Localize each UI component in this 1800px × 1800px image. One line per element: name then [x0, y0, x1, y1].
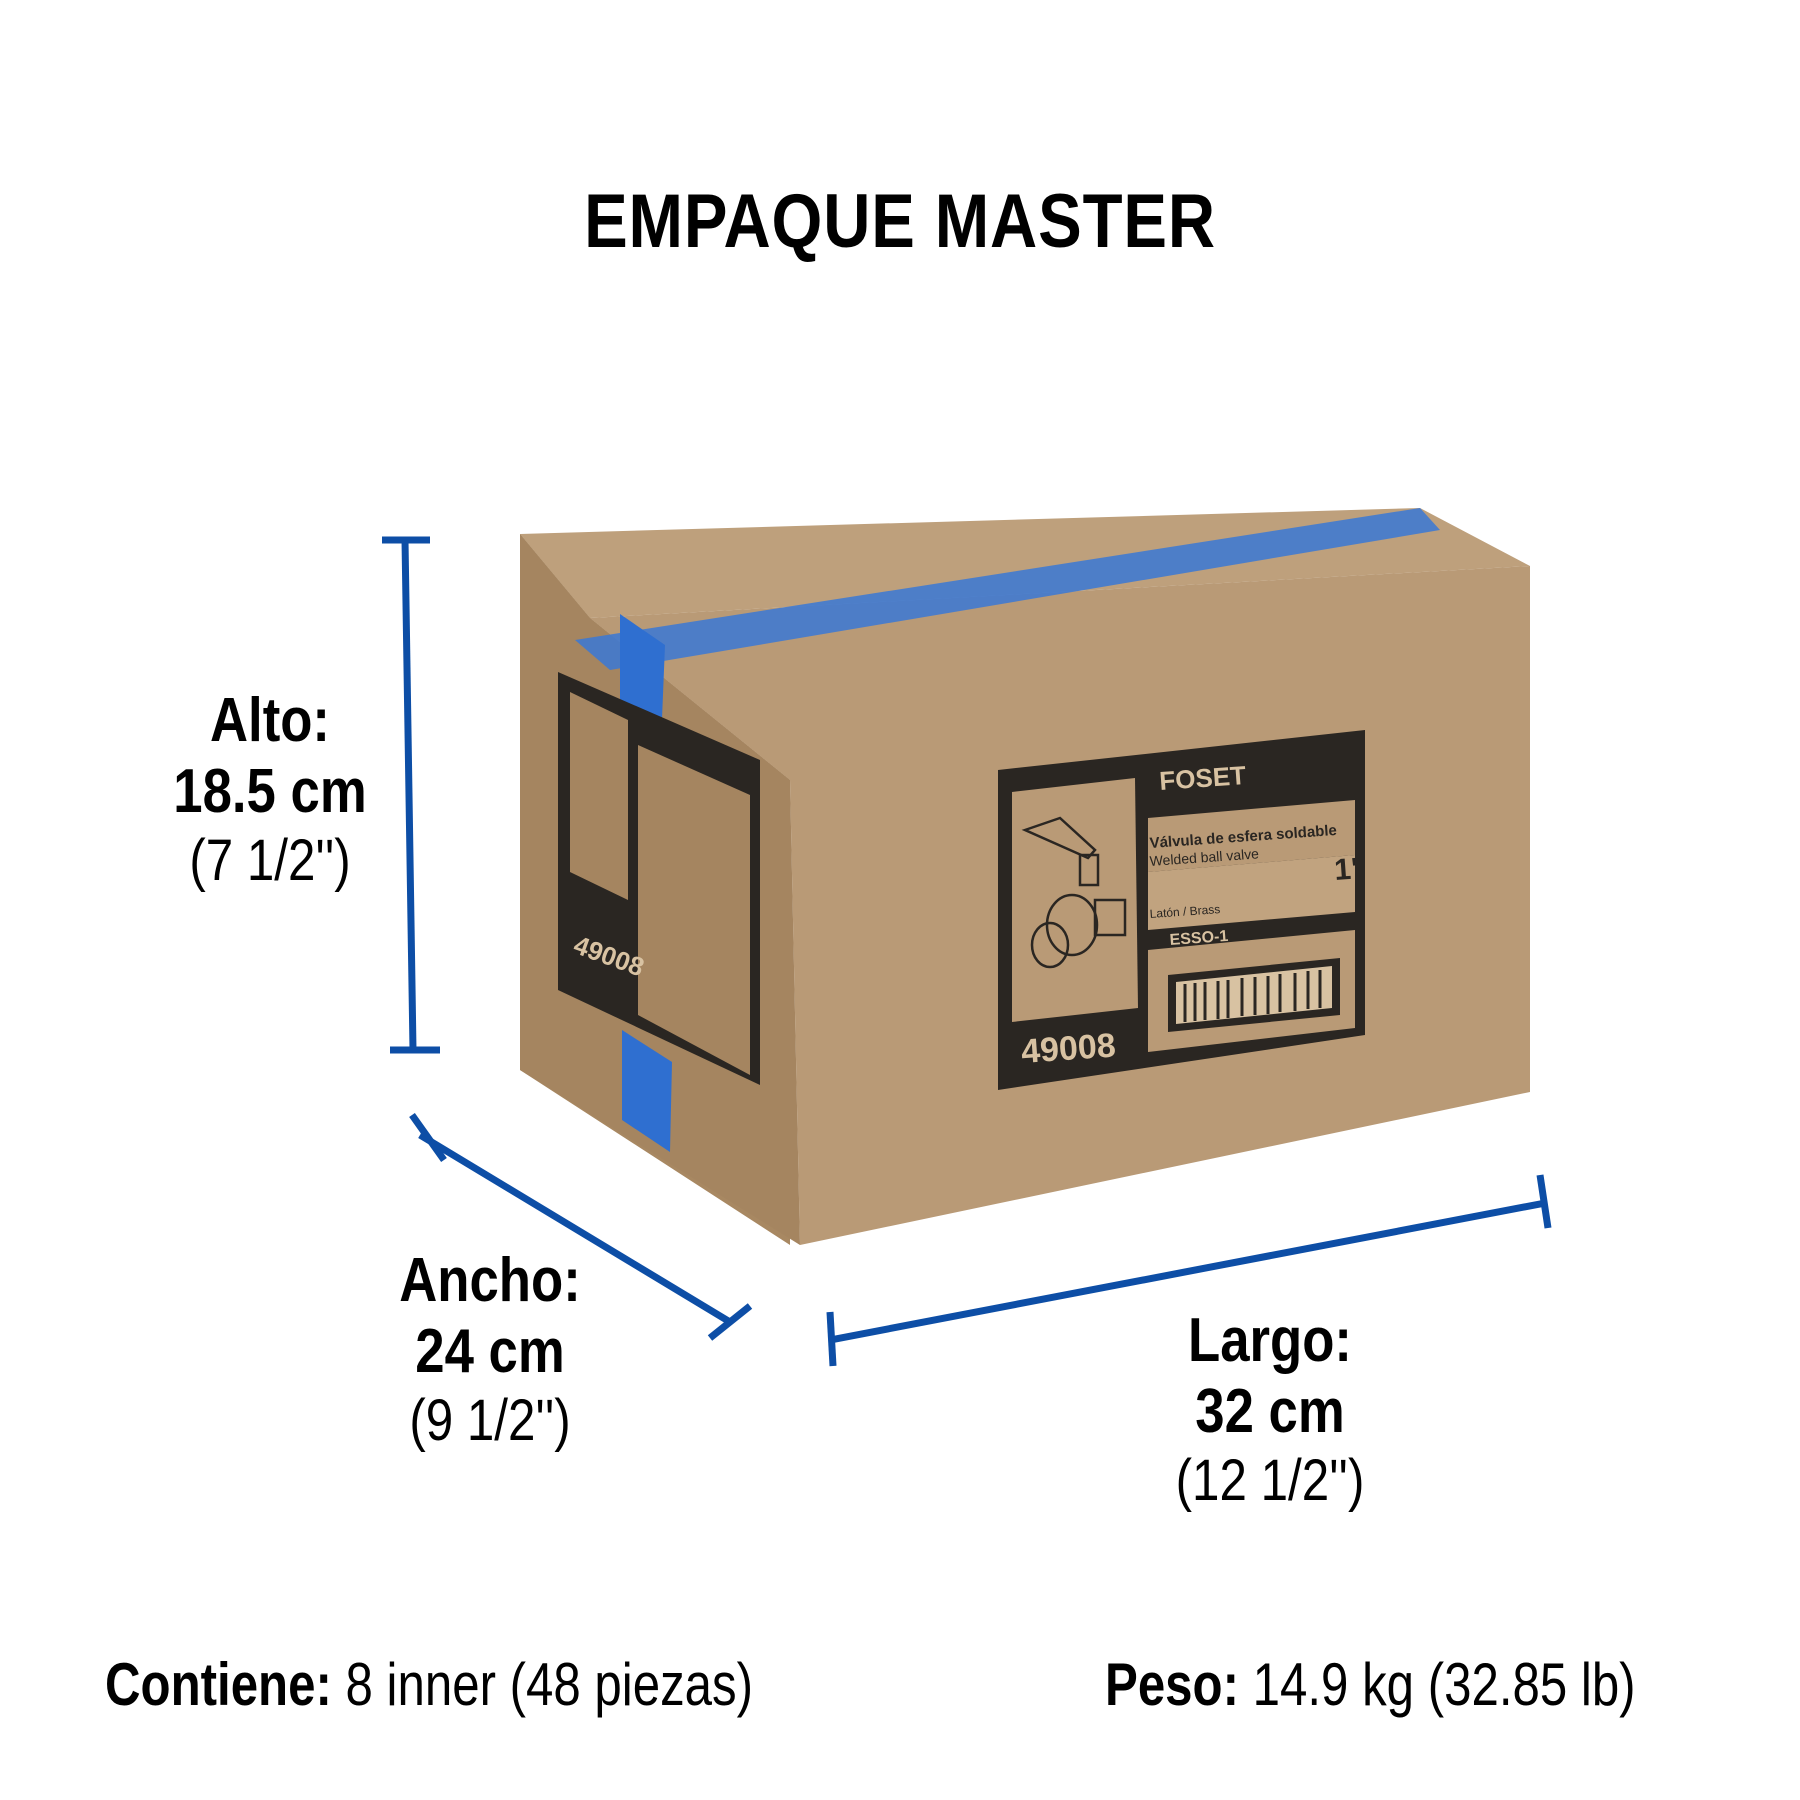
valve-drawing-icon: [1021, 816, 1127, 969]
contents-info: Contiene: 8 inner (48 piezas): [105, 1650, 753, 1719]
ancho-label: Ancho: 24 cm (9 1/2''): [360, 1245, 620, 1454]
tape-top: [575, 508, 1440, 670]
alto-name: Alto:: [209, 686, 330, 755]
tape-side-lower: [622, 1030, 672, 1152]
svg-text:ESSO-1: ESSO-1: [1169, 928, 1229, 949]
weight-label: Peso:: [1105, 1651, 1239, 1718]
svg-text:Welded ball valve: Welded ball valve: [1149, 845, 1260, 869]
alto-imperial: (7 1/2''): [189, 827, 351, 893]
weight-value: 14.9 kg (32.85 lb): [1252, 1651, 1636, 1718]
ancho-dimension-line: [418, 1132, 732, 1325]
largo-name: Largo:: [1188, 1306, 1352, 1375]
alto-metric: 18.5 cm: [173, 757, 367, 827]
ancho-name: Ancho:: [399, 1246, 581, 1315]
page-title: EMPAQUE MASTER: [584, 179, 1216, 264]
front-label: FOSET Válvula de esfera soldable Welded …: [998, 730, 1366, 1090]
largo-label: Largo: 32 cm (12 1/2''): [1140, 1305, 1400, 1514]
alto-dimension-line: [401, 539, 417, 1051]
svg-text:Latón / Brass: Latón / Brass: [1149, 902, 1221, 921]
ancho-imperial: (9 1/2''): [409, 1387, 571, 1453]
dimension-lines: [382, 536, 1552, 1367]
alto-label: Alto: 18.5 cm (7 1/2''): [140, 685, 400, 894]
weight-info: Peso: 14.9 kg (32.85 lb): [1105, 1650, 1636, 1719]
contents-value: 8 inner (48 piezas): [345, 1651, 754, 1718]
largo-dimension-line: [829, 1199, 1546, 1344]
largo-imperial: (12 1/2''): [1175, 1447, 1365, 1513]
svg-text:1": 1": [1333, 852, 1366, 887]
largo-metric: 32 cm: [1195, 1377, 1345, 1447]
svg-text:49008: 49008: [1020, 1026, 1117, 1071]
contents-label: Contiene:: [105, 1651, 332, 1718]
ancho-metric: 24 cm: [415, 1317, 565, 1387]
side-label: 49008: [558, 672, 760, 1085]
brand-logo-text: FOSET: [1158, 760, 1247, 796]
